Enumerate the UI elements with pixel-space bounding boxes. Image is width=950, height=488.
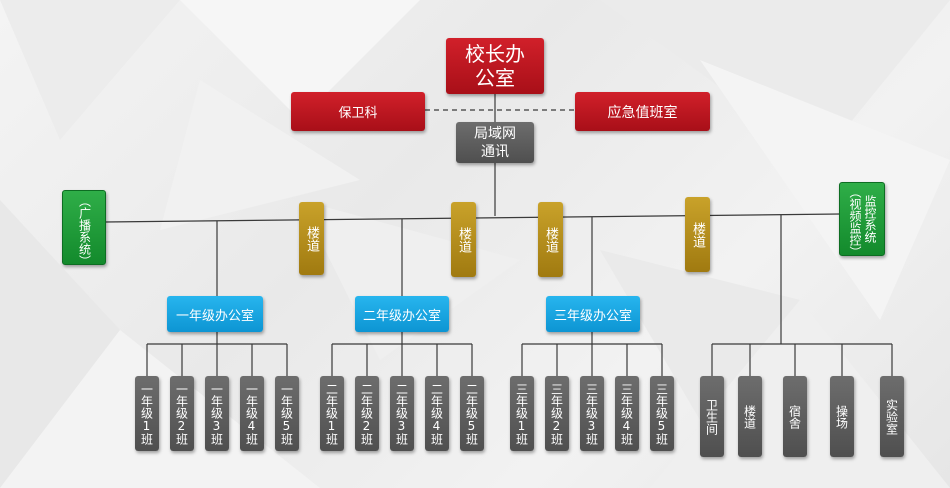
class-node: 一年级2班 (170, 376, 194, 451)
class-label: 三年级1班 (514, 382, 529, 445)
class-label: 二年级4班 (429, 382, 444, 445)
security-office-node: 保卫科 (291, 92, 425, 131)
grade1-office-label: 一年级办公室 (175, 308, 254, 324)
facility-node-dormitory: 宿舍 (783, 376, 807, 457)
stairway-label: 楼道 (690, 221, 705, 248)
class-label: 一年级5班 (279, 382, 294, 445)
class-node: 二年级2班 (355, 376, 379, 451)
class-node: 二年级3班 (390, 376, 414, 451)
class-node: 二年级1班 (320, 376, 344, 451)
class-label: 二年级3班 (394, 382, 409, 445)
facility-node-laboratory: 实验室 (880, 376, 904, 457)
facility-node-playground: 操场 (830, 376, 854, 457)
grade2-office-node: 二年级办公室 (355, 296, 449, 332)
class-node: 三年级5班 (650, 376, 674, 451)
class-node: 一年级1班 (135, 376, 159, 451)
grade2-office-label: 二年级办公室 (362, 308, 441, 324)
facility-label: 卫生间 (704, 398, 719, 435)
broadcast-system-node: （广播系统） (62, 190, 106, 267)
class-node: 二年级4班 (425, 376, 449, 451)
class-node: 一年级3班 (205, 376, 229, 451)
duty-room-label: 应急值班室 (607, 104, 678, 121)
class-label: 三年级3班 (584, 382, 599, 445)
class-node: 三年级4班 (615, 376, 639, 451)
grade3-office-node: 三年级办公室 (546, 296, 640, 332)
stairway-node-3: 楼道 (538, 202, 563, 277)
facility-node-restroom: 卫生间 (700, 376, 724, 457)
monitoring-system-node: 监控系统（视频监控） (839, 182, 885, 258)
class-node: 一年级5班 (275, 376, 299, 451)
principal-office-label: 校长办公室 (465, 42, 525, 90)
network-node: 局域网通讯 (456, 122, 534, 163)
class-node: 三年级2班 (545, 376, 569, 451)
class-node: 一年级4班 (240, 376, 264, 451)
security-office-label: 保卫科 (338, 106, 378, 121)
class-label: 二年级2班 (359, 382, 374, 445)
facility-label: 操场 (834, 404, 849, 429)
stairway-label: 楼道 (456, 226, 471, 253)
class-label: 二年级5班 (464, 382, 479, 445)
grade3-office-label: 三年级办公室 (553, 308, 632, 324)
broadcast-system-label: （广播系统） (77, 194, 92, 267)
class-node: 三年级1班 (510, 376, 534, 451)
class-label: 一年级1班 (139, 382, 154, 445)
class-label: 三年级4班 (619, 382, 634, 445)
stairway-node-4: 楼道 (685, 197, 710, 272)
class-label: 二年级1班 (324, 382, 339, 445)
stairway-node-1: 楼道 (299, 202, 324, 275)
class-label: 三年级2班 (549, 382, 564, 445)
class-label: 一年级3班 (209, 382, 224, 445)
class-node: 二年级5班 (460, 376, 484, 451)
stairway-node-2: 楼道 (451, 202, 476, 277)
duty-room-node: 应急值班室 (575, 92, 710, 131)
class-label: 一年级4班 (244, 382, 259, 445)
facility-label: 楼道 (742, 404, 757, 429)
facility-node-corridor: 楼道 (738, 376, 762, 457)
facility-label: 宿舍 (787, 404, 802, 429)
principal-office-node: 校长办公室 (446, 38, 544, 94)
class-label: 一年级2班 (174, 382, 189, 445)
class-label: 三年级5班 (654, 382, 669, 445)
network-label: 局域网通讯 (474, 125, 516, 160)
grade1-office-node: 一年级办公室 (167, 296, 263, 332)
class-node: 三年级3班 (580, 376, 604, 451)
stairway-label: 楼道 (543, 226, 558, 253)
facility-label: 实验室 (884, 398, 899, 435)
stairway-label: 楼道 (304, 225, 319, 252)
monitoring-system-label: 监控系统（视频监控） (848, 186, 877, 258)
